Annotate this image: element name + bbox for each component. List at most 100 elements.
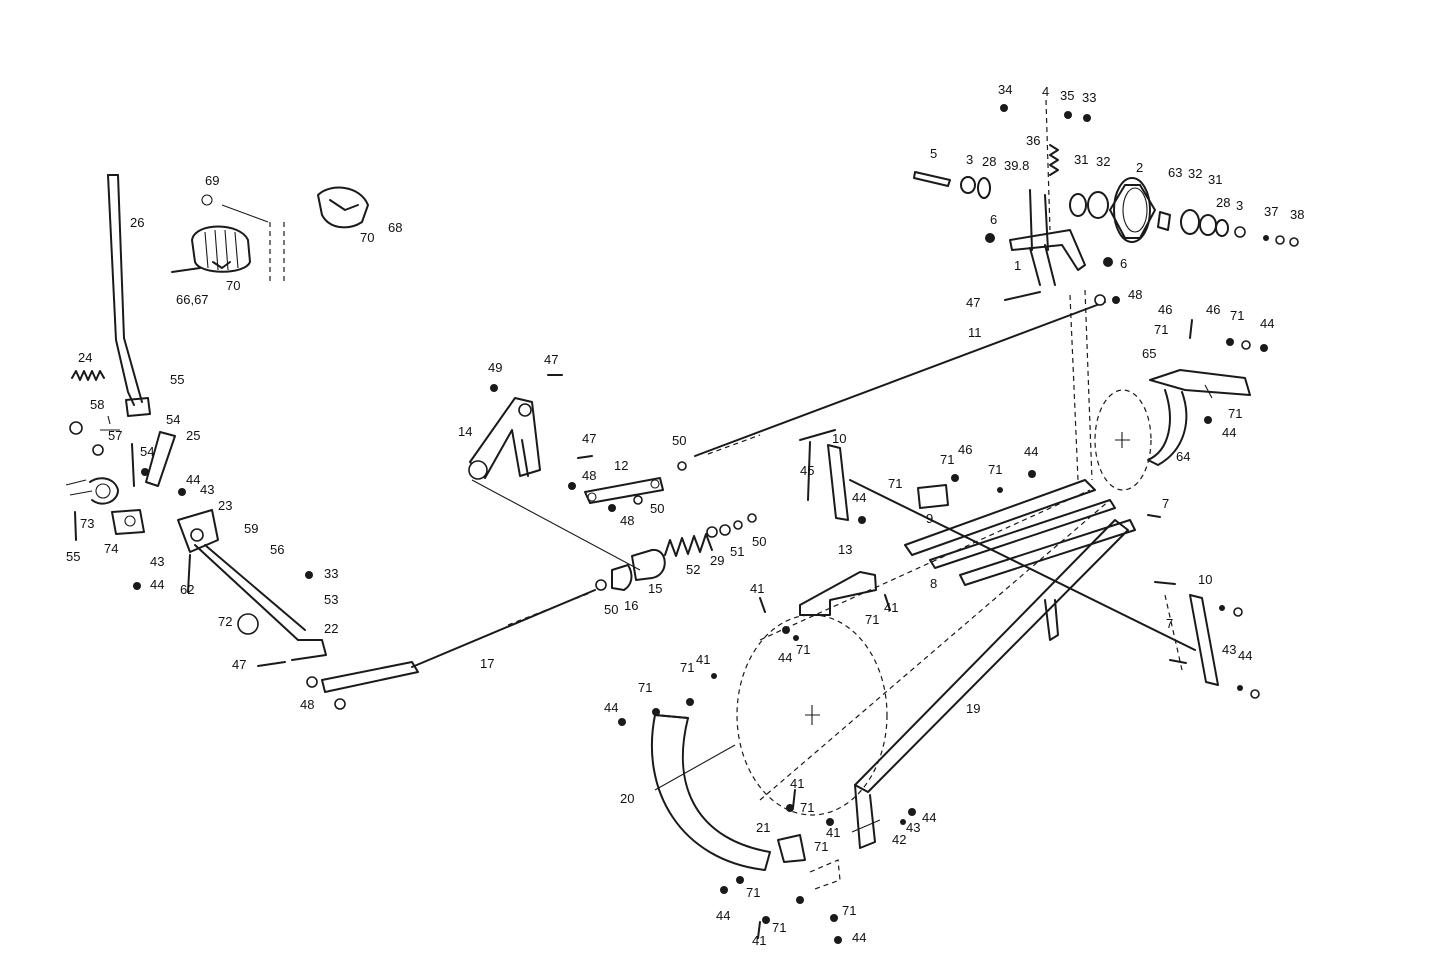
- label-52: 52: [686, 562, 700, 577]
- label-71h: 71: [796, 642, 810, 657]
- lever-arm-22: [194, 544, 327, 661]
- label-17: 17: [480, 656, 494, 671]
- label-15: 15: [648, 581, 662, 596]
- spring-52: [664, 513, 757, 557]
- label-22: 22: [324, 621, 338, 636]
- bracket-21: [777, 834, 841, 891]
- label-38: 38: [1290, 207, 1304, 222]
- label-12: 12: [614, 458, 628, 473]
- spring-24: [71, 370, 105, 381]
- label-54b: 54: [140, 444, 154, 459]
- label-55a: 55: [170, 372, 184, 387]
- label-71f: 71: [888, 476, 902, 491]
- label-10a: 10: [832, 431, 846, 446]
- label-44a: 44: [186, 472, 200, 487]
- label-49: 49: [488, 360, 502, 375]
- label-63: 63: [1168, 165, 1182, 180]
- bellcrank-23: [177, 509, 219, 553]
- label-33a: 33: [324, 566, 338, 581]
- label-70a: 70: [360, 230, 374, 245]
- control-rod-17: [321, 589, 596, 693]
- label-11: 11: [968, 325, 982, 340]
- throttle-grip-70: [191, 186, 369, 282]
- label-73: 73: [80, 516, 94, 531]
- label-44i: 44: [604, 700, 618, 715]
- label-72: 72: [218, 614, 232, 629]
- axle-5: [913, 171, 991, 199]
- label-44k: 44: [716, 908, 730, 923]
- pivot-link-14: [468, 397, 541, 480]
- label-43b: 43: [150, 554, 164, 569]
- label-50a: 50: [672, 433, 686, 448]
- label-34: 34: [998, 82, 1012, 97]
- label-32b: 32: [1188, 166, 1202, 181]
- label-47c: 47: [582, 431, 596, 446]
- label-2: 2: [1136, 160, 1143, 175]
- label-19: 19: [966, 701, 980, 716]
- label-46a: 46: [1158, 302, 1172, 317]
- label-71a: 71: [1154, 322, 1168, 337]
- label-5: 5: [930, 146, 937, 161]
- label-44c: 44: [1260, 316, 1274, 331]
- label-26: 26: [130, 215, 144, 230]
- label-32a: 32: [1096, 154, 1110, 169]
- label-6b: 6: [1120, 256, 1127, 271]
- label-71o: 71: [842, 903, 856, 918]
- cylinder-15: [611, 548, 666, 591]
- label-45: 45: [800, 463, 814, 478]
- label-48c: 48: [620, 513, 634, 528]
- label-25: 25: [186, 428, 200, 443]
- label-59: 59: [244, 521, 258, 536]
- fasteners: [69, 104, 1299, 944]
- bolts-and-pins: [74, 267, 1193, 939]
- label-43c: 43: [1222, 642, 1236, 657]
- belt-guard-20: [650, 714, 771, 871]
- label-39: 39.8: [1004, 158, 1029, 173]
- label-3b: 3: [1236, 198, 1243, 213]
- label-74: 74: [104, 541, 118, 556]
- label-44g: 44: [778, 650, 792, 665]
- label-71m: 71: [746, 885, 760, 900]
- label-9: 9: [926, 511, 933, 526]
- label-62: 62: [180, 582, 194, 597]
- label-31a: 31: [1074, 152, 1088, 167]
- label-21: 21: [756, 820, 770, 835]
- label-43a: 43: [200, 482, 214, 497]
- label-7a: 7: [1162, 496, 1169, 511]
- label-48d: 48: [1128, 287, 1142, 302]
- label-58: 58: [90, 397, 104, 412]
- label-41a: 41: [750, 581, 764, 596]
- control-lever-26: [107, 174, 151, 417]
- label-71d: 71: [940, 452, 954, 467]
- label-71i: 71: [638, 680, 652, 695]
- label-31b: 31: [1208, 172, 1222, 187]
- label-44h: 44: [1238, 648, 1252, 663]
- label-43d: 43: [906, 820, 920, 835]
- label-41d: 41: [790, 776, 804, 791]
- label-13: 13: [838, 542, 852, 557]
- label-71b: 71: [1230, 308, 1244, 323]
- label-44l: 44: [852, 930, 866, 945]
- frame-rails: [854, 289, 1136, 849]
- label-48b: 48: [582, 468, 596, 483]
- idler-arm-1: [1009, 189, 1086, 286]
- label-50c: 50: [752, 534, 766, 549]
- label-56: 56: [270, 542, 284, 557]
- label-71e: 71: [988, 462, 1002, 477]
- label-69: 69: [205, 173, 219, 188]
- label-29: 29: [710, 553, 724, 568]
- label-71l: 71: [814, 839, 828, 854]
- label-6a: 6: [990, 212, 997, 227]
- label-16: 16: [624, 598, 638, 613]
- bracket-13: [799, 571, 877, 616]
- label-65: 65: [1142, 346, 1156, 361]
- block-9: [917, 484, 949, 509]
- label-44b: 44: [150, 577, 164, 592]
- label-46c: 46: [958, 442, 972, 457]
- label-71g: 71: [865, 612, 879, 627]
- label-71c: 71: [1228, 406, 1242, 421]
- link-rod-25: [145, 431, 176, 487]
- label-8: 8: [930, 576, 937, 591]
- label-64: 64: [1176, 449, 1190, 464]
- label-37: 37: [1264, 204, 1278, 219]
